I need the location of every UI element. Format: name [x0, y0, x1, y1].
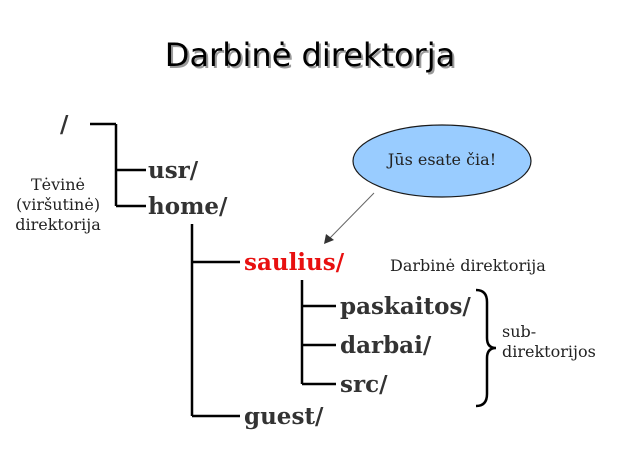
home-connector	[190, 224, 240, 418]
parent-dir-label: Tėvinė (viršutinė) direktorija	[6, 175, 110, 235]
working-dir-label: Darbinė direktorija	[390, 256, 546, 275]
dir-darbai: darbai/	[340, 332, 432, 359]
arrowhead-icon	[324, 234, 334, 244]
subdirectories-label-line1: sub-	[502, 322, 537, 341]
dir-src: src/	[340, 371, 388, 398]
saulius-connector	[300, 280, 336, 386]
root-connector	[90, 122, 146, 208]
you-are-here-bubble	[352, 124, 532, 198]
subdirectories-label-line2: direktorijos	[502, 342, 596, 361]
pointer-arrow	[327, 192, 375, 241]
bubble-text: Jūs esate čia!	[387, 150, 497, 169]
parent-dir-label-line2: (viršutinė)	[15, 195, 101, 214]
dir-root: /	[60, 111, 69, 138]
page-title: Darbinė direktorja	[164, 36, 456, 74]
parent-dir-label-line3: direktorija	[15, 215, 101, 234]
dir-guest: guest/	[244, 403, 324, 430]
subdirectories-label: sub- direktorijos	[502, 322, 596, 362]
dir-usr: usr/	[148, 157, 199, 184]
parent-dir-label-line1: Tėvinė	[30, 175, 86, 194]
dir-saulius: saulius/	[244, 249, 345, 276]
subdirectories-brace	[475, 288, 497, 408]
dir-paskaitos: paskaitos/	[340, 293, 471, 320]
dir-home: home/	[148, 193, 228, 220]
